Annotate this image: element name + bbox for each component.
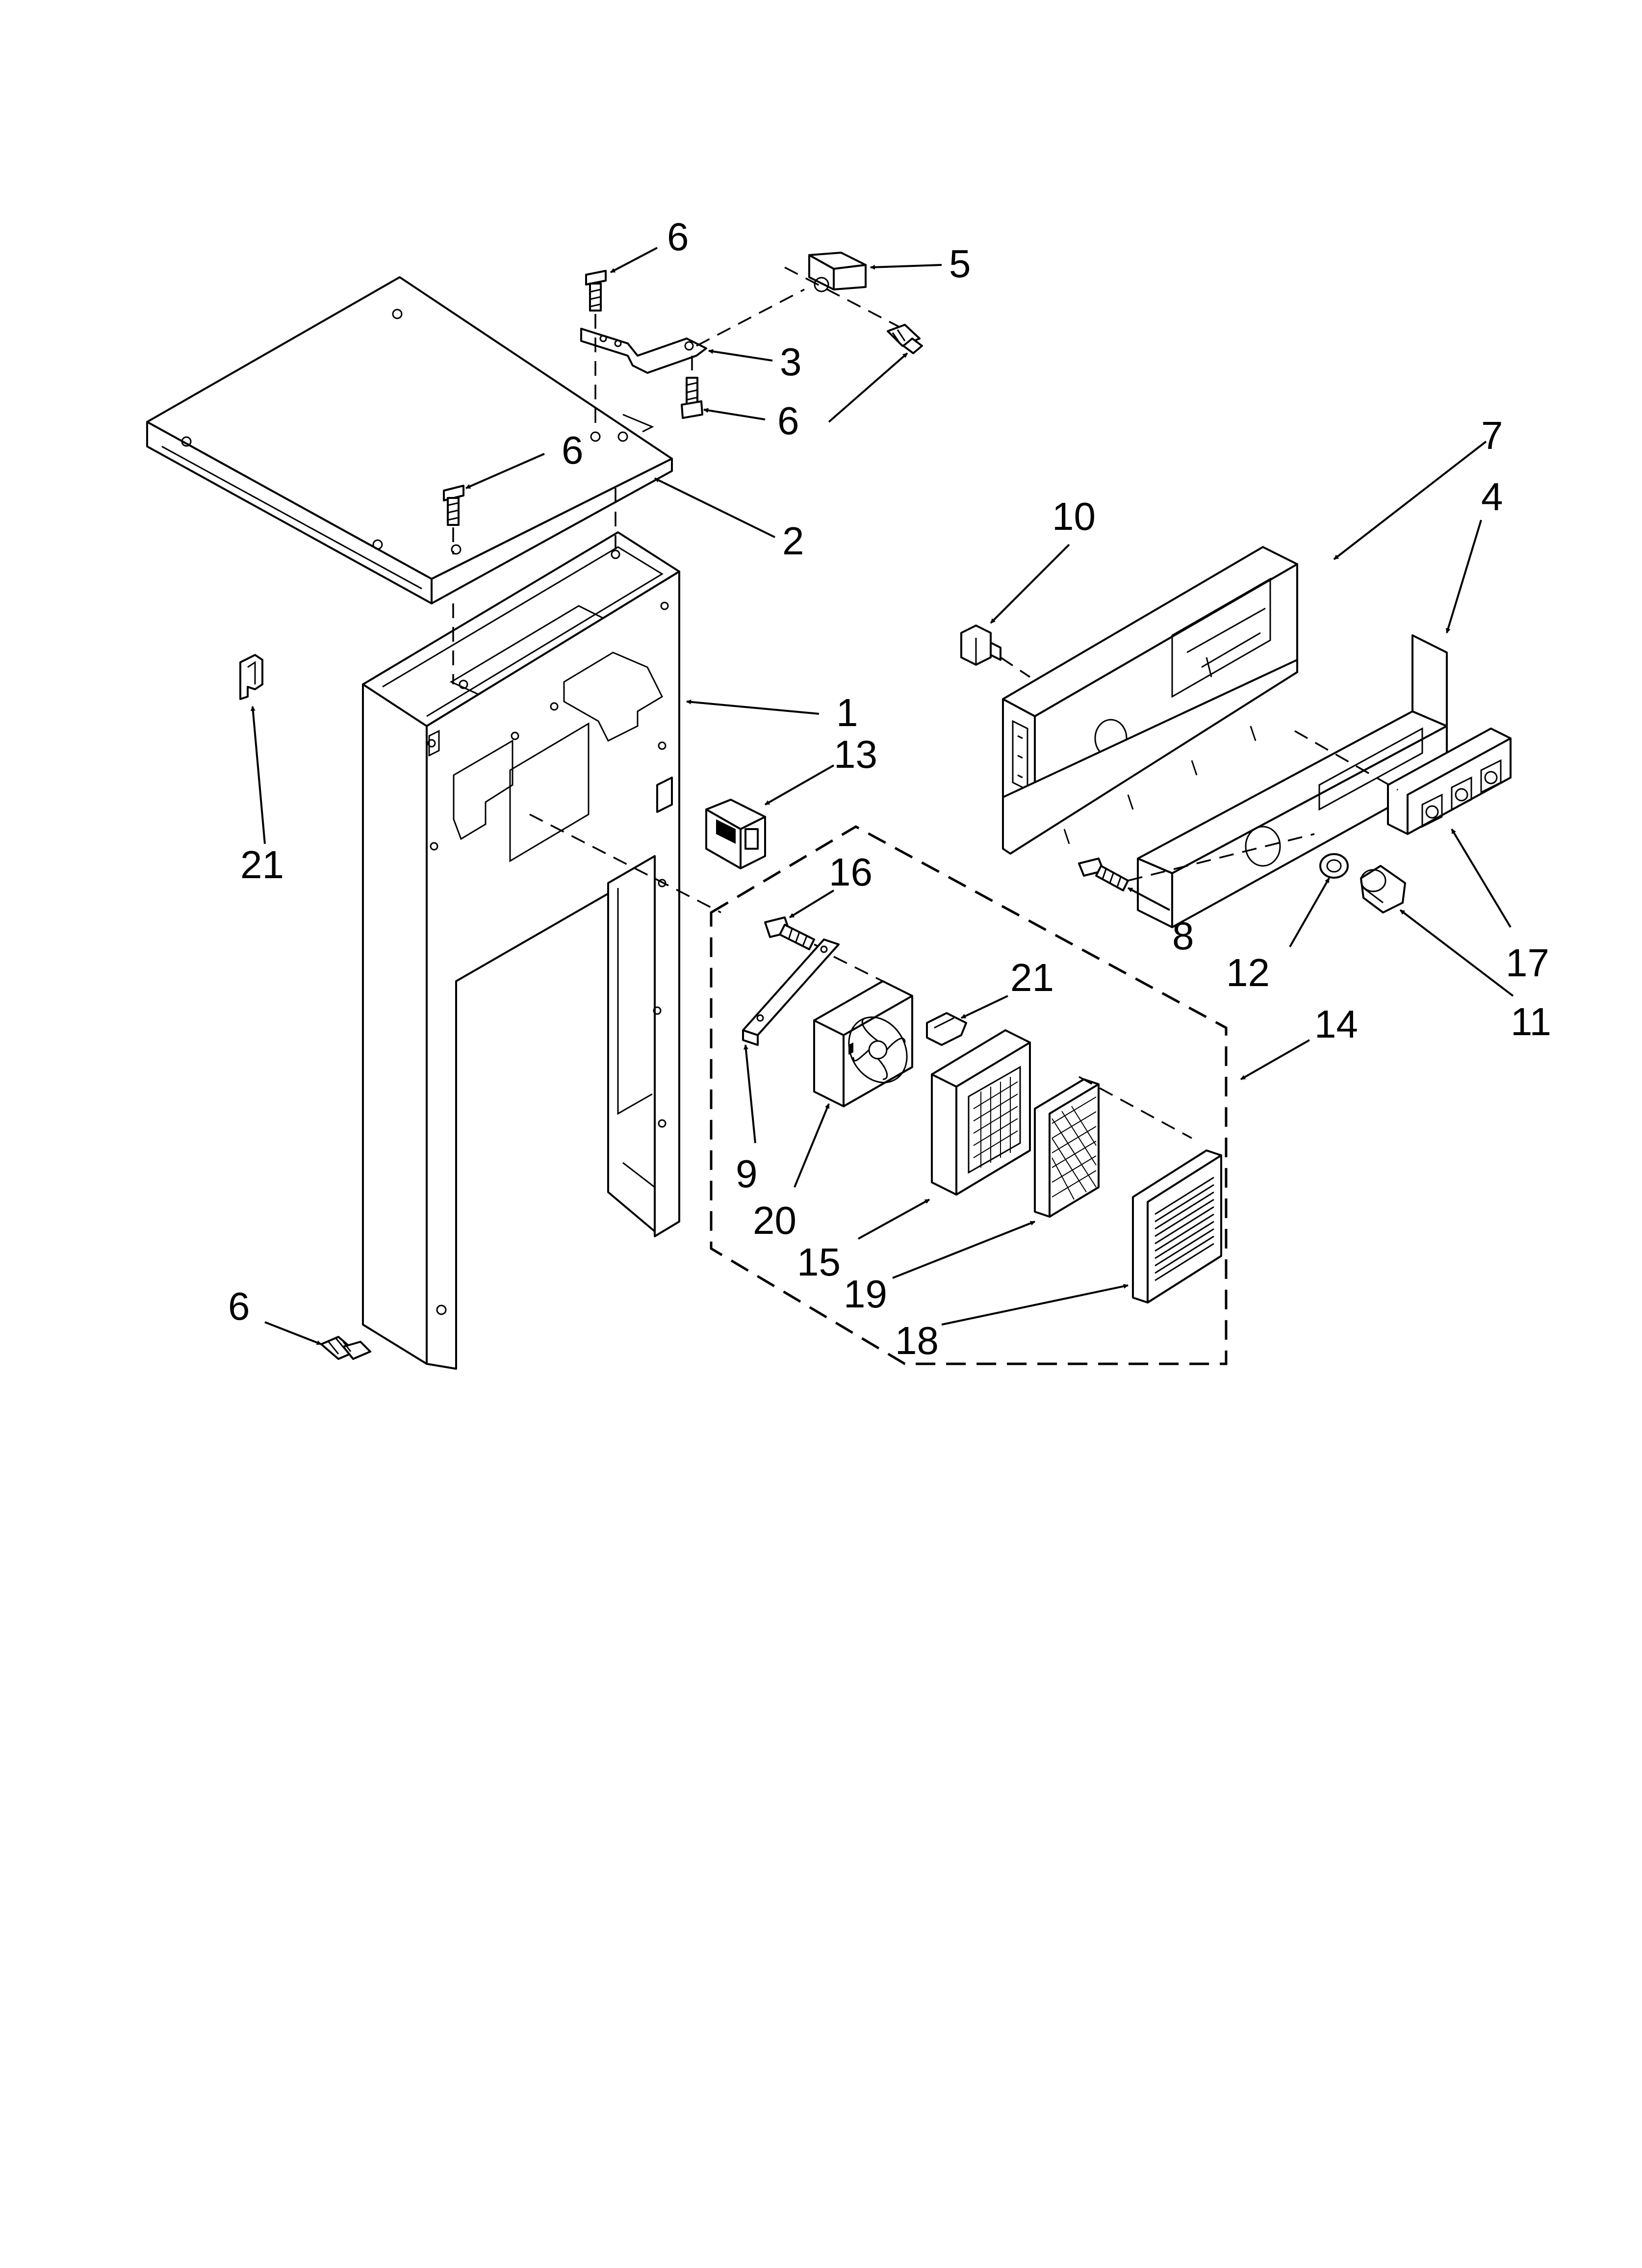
screw-top-panel (443, 485, 464, 526)
callout-6-panel: 6 (562, 428, 584, 472)
callout-14: 14 (1314, 1002, 1358, 1046)
control-panel (1002, 546, 1298, 855)
bezel (1387, 728, 1512, 835)
callout-10: 10 (1052, 495, 1096, 538)
filter (1034, 1078, 1100, 1218)
callout-7: 7 (1481, 414, 1503, 457)
leader-lines (250, 247, 1514, 1345)
callout-1: 1 (836, 691, 858, 734)
callout-6-top: 6 (667, 215, 689, 259)
callout-19: 19 (844, 1272, 887, 1316)
screw-bracket-top (585, 270, 607, 312)
callout-3: 3 (780, 340, 802, 384)
callout-4: 4 (1481, 475, 1503, 519)
block (808, 252, 867, 292)
screw-cabinet-bottom (320, 1336, 371, 1360)
bushing (1319, 853, 1349, 879)
grille (1132, 1149, 1222, 1303)
callout-16: 16 (829, 850, 872, 894)
kit-outline (710, 825, 1228, 1365)
callout-11: 11 (1511, 1000, 1551, 1043)
callout-15: 15 (797, 1240, 841, 1284)
callout-6-bottom: 6 (228, 1284, 250, 1328)
callout-6-bracket: 6 (777, 399, 799, 443)
callout-13: 13 (834, 732, 877, 776)
callout-12: 12 (1226, 951, 1270, 994)
cabinet (362, 531, 680, 1370)
switch-10 (960, 625, 1001, 666)
clip-left (239, 654, 263, 700)
bracket (580, 328, 707, 374)
callout-20: 20 (753, 1199, 796, 1242)
screw-8 (1078, 858, 1129, 891)
screw-16 (764, 916, 815, 950)
screw-bracket-bottom (681, 377, 703, 419)
callout-17: 17 (1506, 941, 1549, 985)
top-panel (146, 276, 673, 604)
fan-frame (931, 1029, 1031, 1196)
callout-21-left: 21 (240, 843, 284, 886)
callout-18: 18 (895, 1319, 939, 1362)
callout-2: 2 (782, 519, 804, 563)
callouts: 6 5 3 6 6 2 7 4 10 1 13 21 16 21 14 8 12… (228, 215, 1551, 1362)
fan (813, 980, 913, 1107)
screw-block (887, 324, 923, 354)
callout-5: 5 (949, 242, 971, 286)
callout-8: 8 (1172, 914, 1194, 958)
knob (1360, 865, 1406, 913)
callout-9: 9 (736, 1152, 758, 1196)
clip-kit (926, 1012, 967, 1046)
rocker-switch (705, 799, 766, 869)
mounting-bar (742, 938, 840, 1046)
back-panel (1137, 634, 1448, 928)
callout-21-kit: 21 (1010, 956, 1054, 999)
